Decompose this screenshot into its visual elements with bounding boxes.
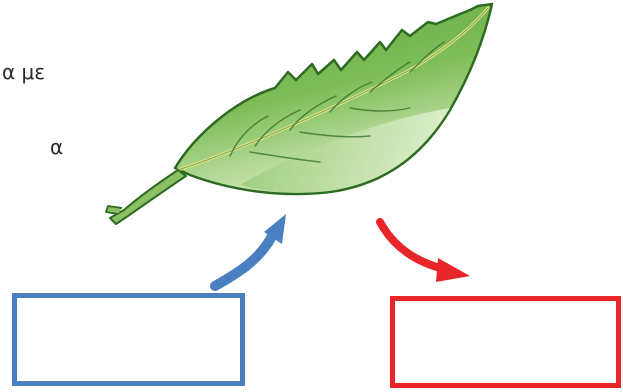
curved-arrow-up-icon xyxy=(215,214,286,286)
leaf-illustration xyxy=(106,4,492,224)
answer-box-output[interactable] xyxy=(390,296,621,388)
curved-arrow-down-icon xyxy=(380,222,470,282)
answer-box-input[interactable] xyxy=(12,293,245,386)
